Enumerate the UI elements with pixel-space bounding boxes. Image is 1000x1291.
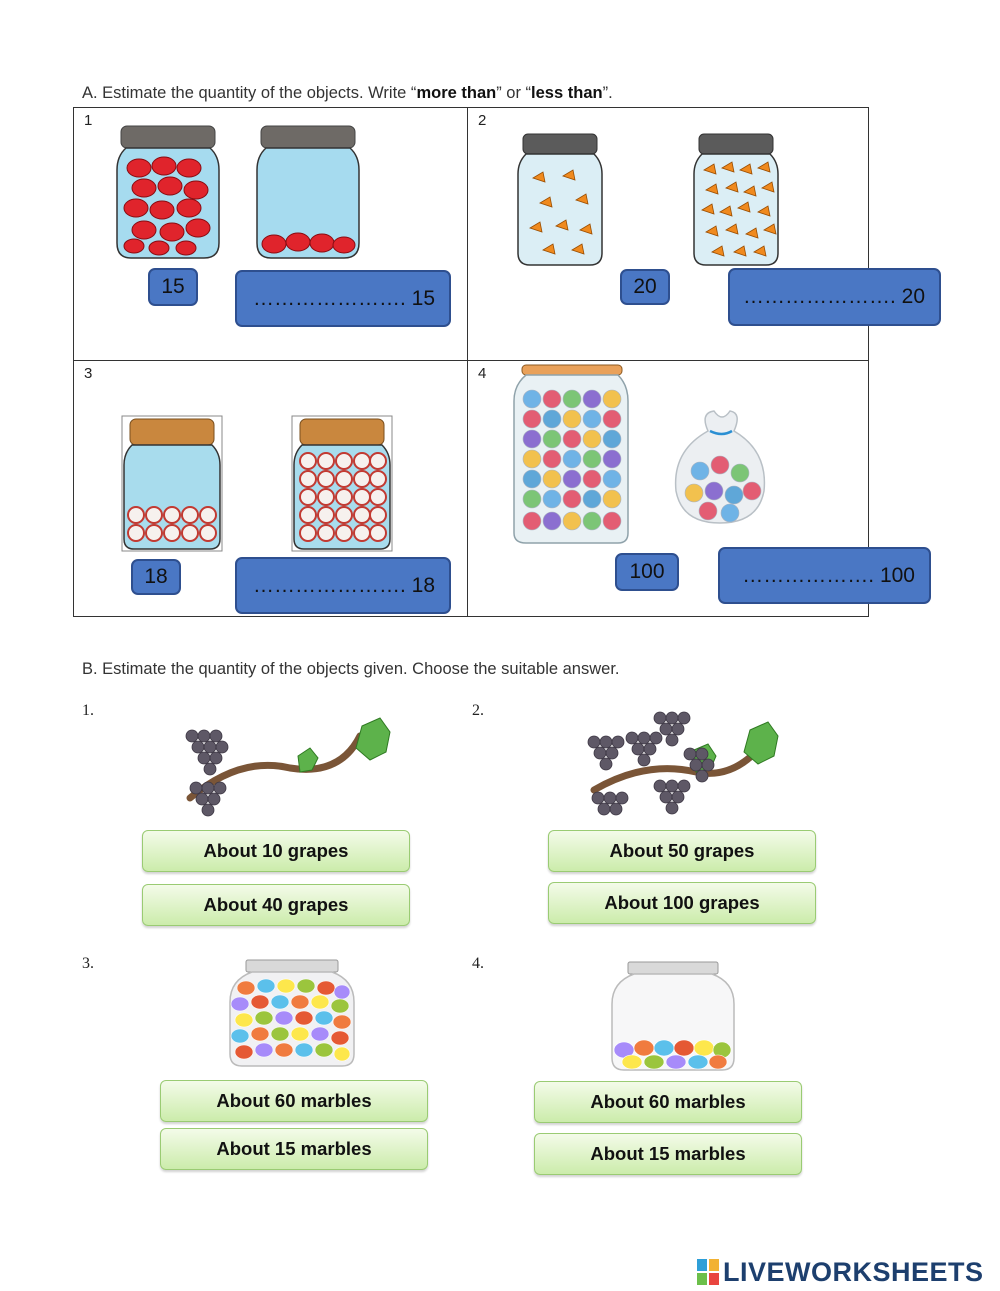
choice-about-40-grapes[interactable]: About 40 grapes: [142, 884, 410, 926]
answer-box-4[interactable]: ………………. 100: [718, 547, 931, 604]
cell-3: 3 18 …………………. 18: [74, 361, 467, 616]
section-a-instruction: A. Estimate the quantity of the objects.…: [82, 84, 613, 102]
logo-text: LIVEWORKSHEETS: [723, 1256, 984, 1287]
question-number: 1.: [82, 702, 94, 719]
answer-blank[interactable]: ……………….: [742, 563, 875, 587]
answer-box-1[interactable]: …………………. 15: [235, 270, 451, 327]
answer-value: 18: [411, 573, 435, 597]
answer-blank[interactable]: ………………….: [742, 285, 896, 308]
choice-about-60-marbles[interactable]: About 60 marbles: [534, 1081, 802, 1123]
answer-blank[interactable]: ………………….: [252, 286, 406, 310]
answer-value: 20: [901, 285, 925, 308]
cell-number: 2: [478, 112, 487, 129]
cell-number: 3: [84, 365, 93, 382]
cell-number: 4: [478, 365, 487, 382]
full-marble-jar-image: [229, 959, 355, 1067]
logo-blocks-icon: [697, 1259, 719, 1285]
question-number: 3.: [82, 955, 94, 972]
keyword-less-than: less than: [531, 84, 603, 102]
given-quantity-box: 18: [131, 559, 181, 595]
marble-jars-image: [121, 415, 393, 552]
given-quantity-box: 100: [615, 553, 679, 591]
section-b-instruction: B. Estimate the quantity of the objects …: [82, 660, 620, 678]
answer-value: 100: [879, 563, 915, 587]
question-number: 4.: [472, 955, 484, 972]
grape-vine-image: [587, 711, 779, 816]
choice-about-50-grapes[interactable]: About 50 grapes: [548, 830, 816, 872]
few-marbles-jar-image: [611, 961, 735, 1071]
grid-divider-horizontal: [74, 360, 868, 361]
choice-about-10-grapes[interactable]: About 10 grapes: [142, 830, 410, 872]
liveworksheets-logo: LIVEWORKSHEETS: [697, 1255, 984, 1289]
choice-about-15-marbles[interactable]: About 15 marbles: [160, 1128, 428, 1170]
candy-corn-jars-image: [517, 133, 779, 266]
choice-about-60-marbles[interactable]: About 60 marbles: [160, 1080, 428, 1122]
given-quantity-box: 20: [620, 269, 670, 305]
candy-jars-image: [116, 125, 360, 259]
choice-about-15-marbles[interactable]: About 15 marbles: [534, 1133, 802, 1175]
answer-value: 15: [411, 286, 435, 310]
cell-1: 1 15 …………………. 15: [74, 108, 467, 360]
answer-box-3[interactable]: …………………. 18: [235, 557, 451, 614]
choice-about-100-grapes[interactable]: About 100 grapes: [548, 882, 816, 924]
cell-number: 1: [84, 112, 93, 129]
section-a-grid: 1 15 …………………. 15 2: [73, 107, 941, 617]
question-number: 2.: [472, 702, 484, 719]
marble-jar-and-bag-image: [513, 364, 766, 544]
keyword-more-than: more than: [416, 84, 497, 102]
cell-2: 2 20 …………………. 20: [468, 108, 941, 360]
cell-4: 4 100 ………………. 100: [468, 361, 931, 616]
given-quantity-box: 15: [148, 268, 198, 306]
grid-divider-vertical: [467, 108, 468, 616]
grape-vine-image: [185, 717, 391, 817]
answer-box-2[interactable]: …………………. 20: [728, 268, 941, 326]
answer-blank[interactable]: ………………….: [252, 573, 406, 597]
